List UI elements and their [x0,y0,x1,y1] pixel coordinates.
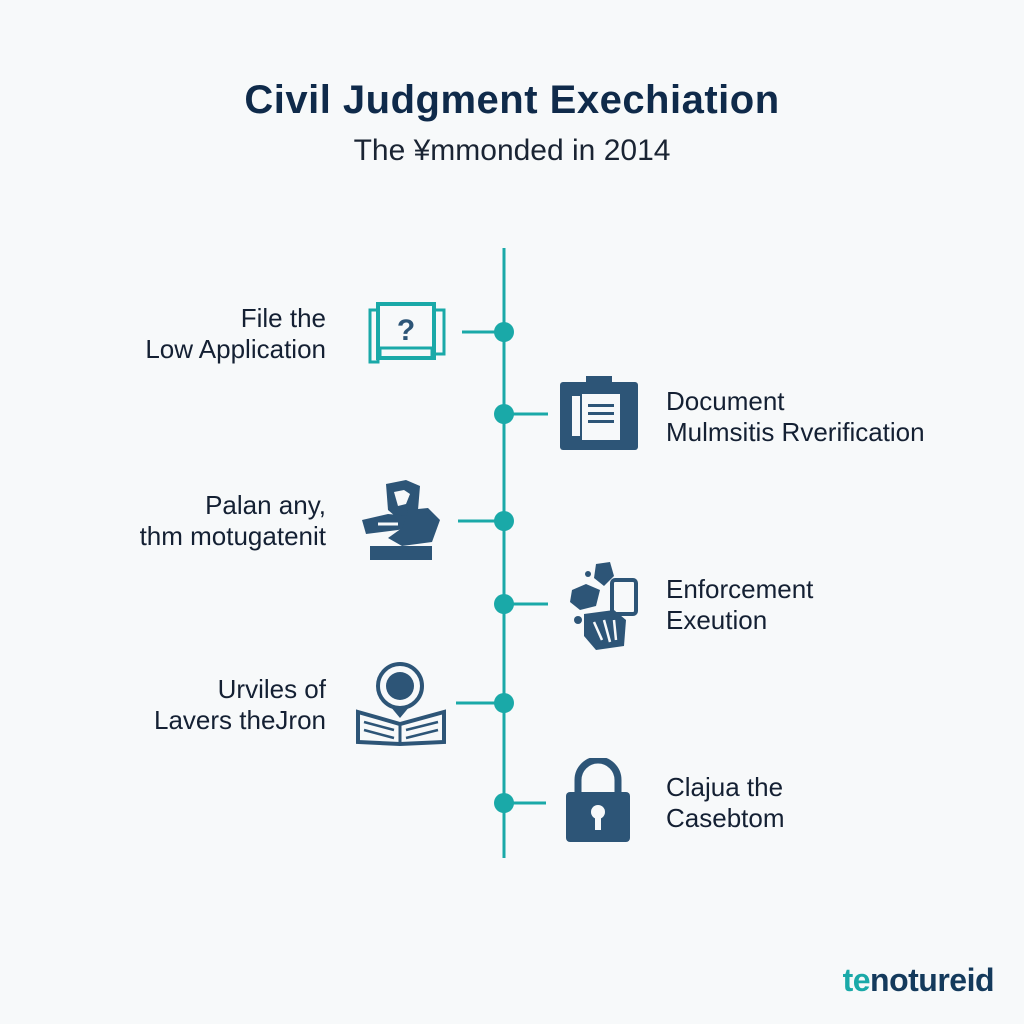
brand-logo: tenotureid [842,962,995,999]
svg-text:?: ? [397,314,415,347]
step-6-label: Clajua the Casebtom [666,772,785,834]
step-4-line-2: Exeution [666,605,768,635]
step-2-label: Document Mulmsitis Rverification [666,386,925,448]
step-3-line-2: thm motugatenit [139,521,326,551]
step-4-line-1: Enforcement [666,574,814,604]
step-2-line-1: Document [666,386,785,416]
document-box-icon [560,376,638,450]
question-document-icon: ? [368,302,446,364]
enforcement-hand-icon [570,562,638,650]
shield-hand-icon [362,480,440,560]
timeline-dot-1 [494,322,514,342]
step-3-line-1: Palan any, [205,490,326,520]
step-4-label: Enforcement Exeution [666,574,813,636]
padlock-icon [566,758,630,842]
diagram-title: Civil Judgment Exechiation [244,78,780,122]
step-5-line-2: Lavers theJron [154,705,326,735]
timeline-dot-3 [494,511,514,531]
step-5-line-1: Urviles of [217,674,326,704]
brand-logo-accent: te [842,962,871,998]
step-2-line-2: Mulmsitis Rverification [666,417,925,447]
step-6-line-1: Clajua the [666,772,784,802]
step-1-line-1: File the [240,303,326,333]
step-6-line-2: Casebtom [666,803,785,833]
step-5-label: Urviles of Lavers theJron [154,674,326,736]
person-book-icon [356,662,446,746]
step-1-label: File the Low Application [145,303,326,365]
timeline-dot-2 [494,404,514,424]
diagram-subtitle: The ¥mmonded in 2014 [353,134,671,167]
timeline-dot-4 [494,594,514,614]
brand-logo-text: notureid [870,962,994,998]
step-1-line-2: Low Application [145,334,326,364]
step-3-label: Palan any, thm motugatenit [140,490,326,552]
timeline-dot-6 [494,793,514,813]
timeline-dot-5 [494,693,514,713]
